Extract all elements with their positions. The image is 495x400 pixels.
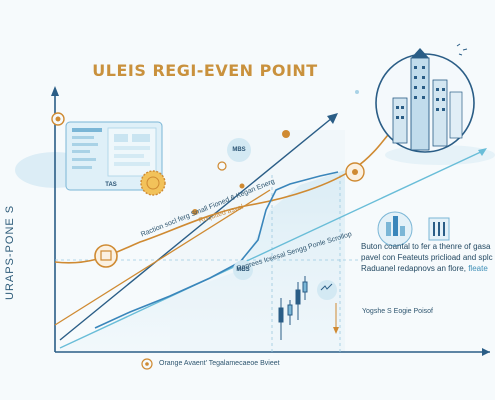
bank-icon <box>428 217 450 241</box>
marker-arrow <box>333 327 339 334</box>
badge-circle <box>233 260 253 280</box>
seal-badge-icon <box>140 170 166 196</box>
total-cost-line <box>59 117 333 341</box>
revenue-line-arrow <box>478 148 487 156</box>
description-highlight: fleate <box>468 264 488 273</box>
profit-line <box>94 171 339 329</box>
y-axis-label: URAPS-PONE S <box>4 204 16 300</box>
coin-icon <box>141 358 153 370</box>
total-cost-arrow <box>327 113 338 124</box>
chart-title: ULEIS REGI-EVEN POINT <box>92 61 318 80</box>
candlestick-group <box>278 276 308 340</box>
description-line: Buton coantal to fer a thenre of gasa <box>361 242 491 251</box>
coin-icon <box>94 244 118 268</box>
badge-circle <box>317 280 337 300</box>
data-point <box>192 209 198 215</box>
trend-icon <box>320 283 333 291</box>
coin-icon <box>217 161 227 171</box>
legend-label: Yogshe S Eogie Poisof <box>362 308 433 315</box>
description-line: Raduanel redapnovs an flore, fleate <box>361 263 495 274</box>
building-chart-icon <box>377 211 413 247</box>
coin-icon <box>282 130 290 138</box>
x-axis-arrow <box>482 348 490 356</box>
magnifier-city-icon <box>375 48 475 153</box>
data-point <box>239 183 245 189</box>
variable-cost-line <box>54 189 271 326</box>
description-text: Raduanel redapnovs an flore, <box>361 264 466 273</box>
coin-icon <box>345 162 365 182</box>
badge-circle <box>227 138 251 162</box>
x-axis-caption: Orange Avaent' Tegalamecaeoe Bvieet <box>159 360 280 367</box>
coin-icon <box>51 112 65 126</box>
dot <box>355 90 359 94</box>
badge-label: TAS <box>105 182 117 188</box>
y-axis-arrow <box>51 86 59 96</box>
shaded-area <box>55 170 345 352</box>
badge-label: MBS <box>232 147 246 153</box>
bird-icon <box>456 43 468 56</box>
certificate-card <box>65 121 163 191</box>
revenue-line <box>59 149 486 349</box>
badge-label: MBS <box>236 267 250 273</box>
description-panel: Buton coantal to fer a thenre of gasa pa… <box>361 241 495 274</box>
description-line: pavel con Feateuts priclioad and splc <box>361 253 493 262</box>
